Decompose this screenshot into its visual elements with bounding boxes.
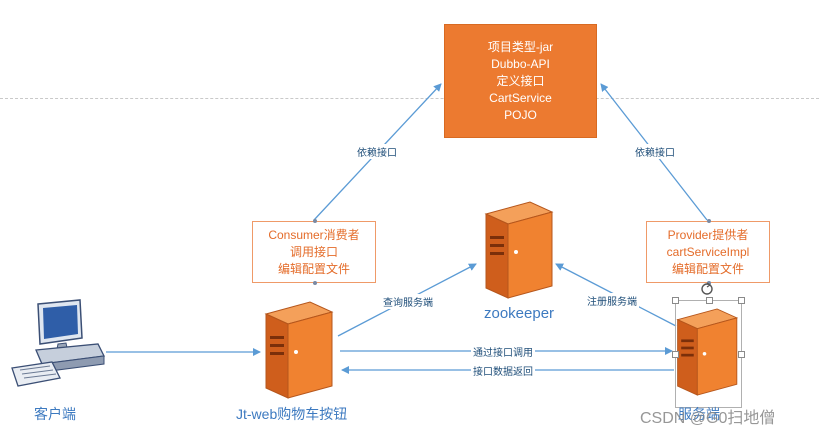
dubbo-api-box: 项目类型-jar Dubbo-API 定义接口 CartService POJO bbox=[444, 24, 597, 138]
web-caption: Jt-web购物车按钮 bbox=[236, 406, 348, 422]
client-computer-icon bbox=[11, 299, 105, 387]
consumer-box: Consumer消费者 调用接口 编辑配置文件 bbox=[252, 219, 376, 285]
server-caption: 服务端 bbox=[678, 406, 720, 422]
watermark: CSDN @G0扫地僧 bbox=[640, 410, 776, 427]
provider-line-2: cartServiceImpl bbox=[666, 244, 750, 259]
api-line-5: POJO bbox=[504, 107, 537, 122]
provider-server-icon bbox=[676, 308, 739, 396]
client-caption: 客户端 bbox=[34, 406, 76, 422]
resize-handle[interactable] bbox=[706, 297, 713, 304]
provider-line-3: 编辑配置文件 bbox=[671, 261, 744, 276]
rotate-handle-icon[interactable] bbox=[700, 282, 714, 296]
api-line-1: 项目类型-jar bbox=[487, 39, 554, 54]
consumer-line-2: 调用接口 bbox=[289, 244, 338, 259]
label-register-service: 注册服务端 bbox=[585, 293, 639, 308]
selection-frame[interactable] bbox=[672, 297, 745, 408]
label-interface-return: 接口数据返回 bbox=[471, 363, 535, 378]
layer-divider-line bbox=[0, 98, 819, 99]
api-line-2: Dubbo-API bbox=[491, 56, 550, 71]
label-provider-depends: 依赖接口 bbox=[633, 144, 677, 159]
consumer-line-3: 编辑配置文件 bbox=[277, 261, 350, 276]
resize-handle[interactable] bbox=[672, 297, 679, 304]
consumer-line-1: Consumer消费者 bbox=[268, 227, 360, 242]
api-line-3: 定义接口 bbox=[496, 73, 545, 88]
web-server-icon bbox=[264, 301, 334, 399]
label-consumer-depends: 依赖接口 bbox=[355, 144, 399, 159]
provider-line-1: Provider提供者 bbox=[667, 227, 749, 242]
resize-handle[interactable] bbox=[738, 351, 745, 358]
provider-box: Provider提供者 cartServiceImpl 编辑配置文件 bbox=[646, 219, 770, 285]
zookeeper-caption: zookeeper bbox=[484, 305, 555, 322]
resize-handle[interactable] bbox=[738, 297, 745, 304]
api-line-4: CartService bbox=[489, 90, 552, 105]
label-call-via-interface: 通过接口调用 bbox=[471, 344, 535, 359]
label-query-service: 查询服务端 bbox=[381, 294, 435, 309]
resize-handle[interactable] bbox=[672, 351, 679, 358]
zookeeper-server-icon bbox=[484, 201, 554, 299]
